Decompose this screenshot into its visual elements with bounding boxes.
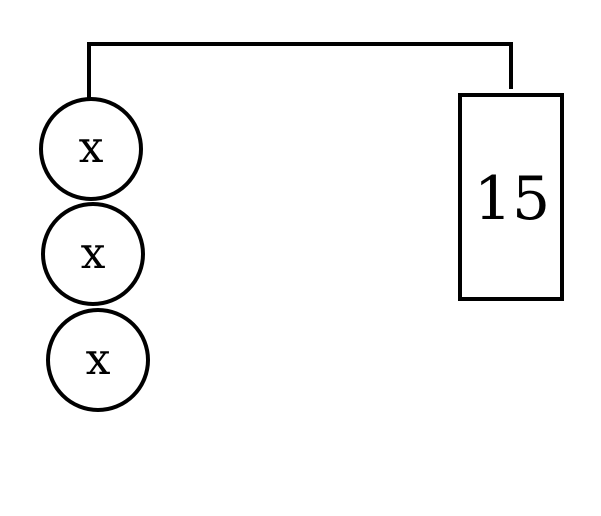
- circle-shape: [46, 308, 150, 412]
- variable-circle: x: [41, 202, 145, 306]
- variable-circle: x: [39, 97, 143, 201]
- value-box-label: 15: [474, 164, 550, 234]
- circle-shape: [41, 202, 145, 306]
- variable-circle: x: [46, 308, 150, 412]
- value-box: [458, 93, 564, 301]
- variable-label: x: [79, 122, 104, 173]
- left-pan: x x x: [39, 97, 150, 412]
- variable-label: x: [86, 334, 111, 385]
- hanger: [87, 42, 513, 99]
- right-pan: 15: [458, 93, 564, 301]
- circle-shape: [39, 97, 143, 201]
- variable-label: x: [81, 228, 106, 279]
